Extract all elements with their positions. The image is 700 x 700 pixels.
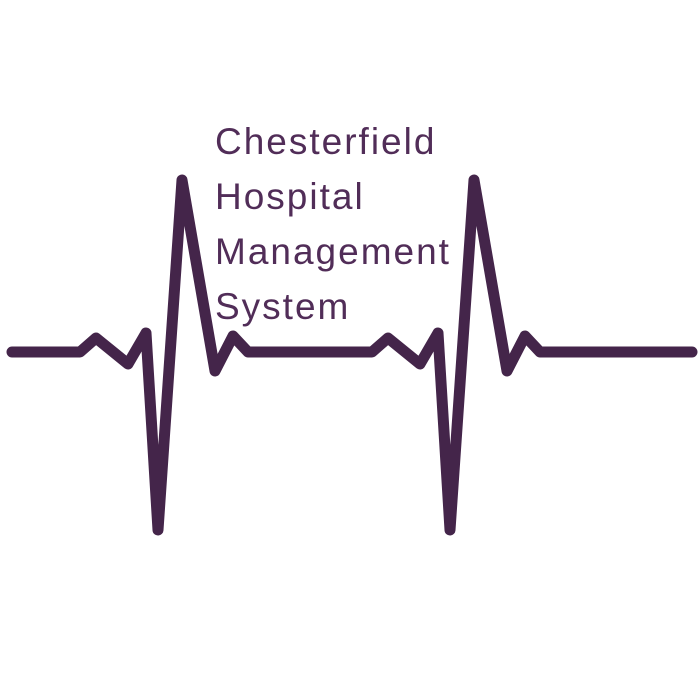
logo-title-line: Hospital xyxy=(215,176,365,217)
ekg-polyline xyxy=(6,174,698,536)
logo-title-line: System xyxy=(215,286,351,327)
logo-title: Chesterfield Hospital Management System xyxy=(215,114,451,334)
logo-title-line: Chesterfield xyxy=(215,121,437,162)
logo-title-line: Management xyxy=(215,231,451,272)
